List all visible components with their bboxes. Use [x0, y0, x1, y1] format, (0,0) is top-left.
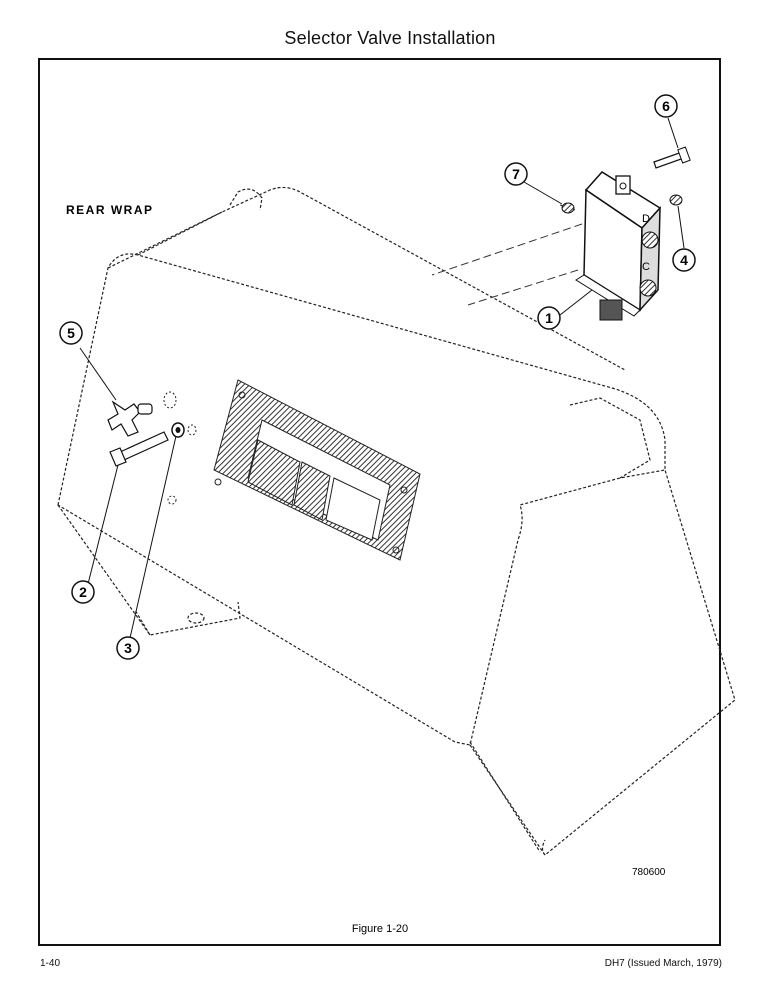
bolt-2 — [109, 431, 169, 467]
leader-lines — [79, 117, 685, 639]
mounting-holes — [163, 391, 197, 505]
callout-4: 4 — [672, 248, 696, 272]
document-reference: DH7 (Issued March, 1979) — [604, 958, 722, 969]
washer-3 — [171, 422, 185, 438]
callout-6: 6 — [654, 94, 678, 118]
alignment-lines — [431, 204, 583, 306]
rear-wrap-label: REAR WRAP — [66, 203, 154, 217]
selector-valve: D C — [575, 171, 662, 321]
figure-frame — [38, 58, 721, 946]
page-title: Selector Valve Installation — [284, 28, 496, 48]
svg-text:3: 3 — [124, 640, 132, 656]
knob-5 — [107, 400, 153, 437]
svg-text:7: 7 — [512, 166, 520, 182]
nut-7 — [561, 202, 575, 214]
svg-text:5: 5 — [67, 325, 75, 341]
bolt-6 — [653, 146, 691, 169]
callout-5: 5 — [59, 321, 83, 345]
figure-caption: Figure 1-20 — [352, 923, 408, 935]
callout-7: 7 — [504, 162, 528, 186]
drawing-number: 780600 — [632, 867, 666, 878]
valve-port-c-letter: C — [642, 261, 650, 273]
callout-3: 3 — [116, 636, 140, 660]
svg-text:2: 2 — [79, 584, 87, 600]
svg-text:4: 4 — [680, 252, 688, 268]
callout-2: 2 — [71, 580, 95, 604]
control-panel-window — [213, 379, 421, 561]
rear-wrap-housing — [57, 186, 736, 856]
svg-text:1: 1 — [545, 310, 553, 326]
page-number: 1-40 — [40, 958, 61, 969]
valve-port-d-letter: D — [642, 213, 650, 225]
callout-1: 1 — [537, 306, 561, 330]
svg-text:6: 6 — [662, 98, 670, 114]
nut-4 — [669, 194, 683, 206]
